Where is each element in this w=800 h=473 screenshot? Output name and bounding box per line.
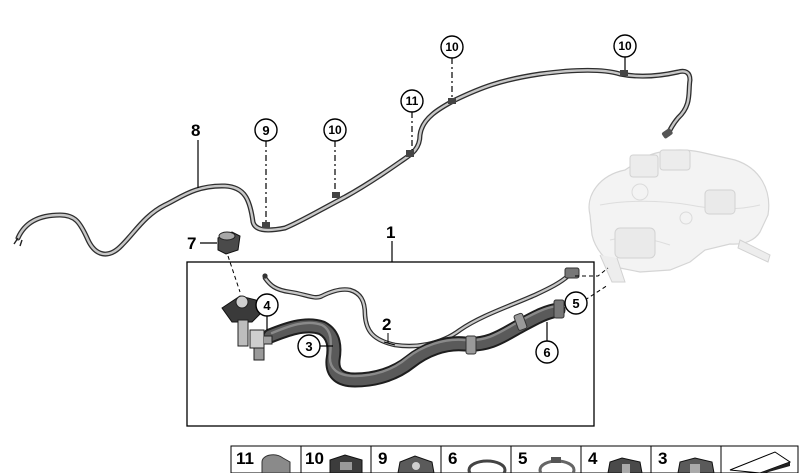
assembly-frame xyxy=(186,261,595,427)
svg-text:6: 6 xyxy=(448,449,457,468)
svg-text:9: 9 xyxy=(262,123,269,138)
callout-7: 7 xyxy=(187,234,196,253)
svg-text:4: 4 xyxy=(263,298,271,313)
svg-text:10: 10 xyxy=(618,39,632,53)
legend-item-5: 5 xyxy=(518,449,576,473)
legend-item-10: 10 xyxy=(305,449,363,473)
callout-circle-9: 9 xyxy=(254,118,278,142)
bracket-valve-assembly xyxy=(221,295,273,361)
callout-2: 2 xyxy=(382,315,391,334)
callout-circle-10-right: 10 xyxy=(613,34,637,58)
legend-item-3: 3 xyxy=(658,449,715,473)
svg-text:4: 4 xyxy=(588,449,598,468)
callout-circle-3: 3 xyxy=(297,334,321,358)
callout-circle-5: 5 xyxy=(564,291,588,315)
callout-circle-10-left: 10 xyxy=(323,118,347,142)
callout-circle-10-middle: 10 xyxy=(440,35,464,59)
fuel-hose-thick xyxy=(262,299,566,388)
fuel-tank-illustration xyxy=(588,149,771,283)
callout-1: 1 xyxy=(386,223,395,242)
svg-text:9: 9 xyxy=(378,449,387,468)
parts-legend: 11 10 9 6 5 4 xyxy=(230,445,799,473)
svg-text:11: 11 xyxy=(236,449,254,468)
legend-item-6: 6 xyxy=(448,449,507,473)
callout-circle-11: 11 xyxy=(400,89,424,113)
legend-item-9: 9 xyxy=(378,449,435,473)
svg-text:5: 5 xyxy=(518,449,527,468)
callout-8: 8 xyxy=(191,121,200,140)
svg-text:6: 6 xyxy=(543,345,550,360)
fuel-pipe-long xyxy=(13,67,693,257)
legend-item-11: 11 xyxy=(236,449,291,473)
svg-text:11: 11 xyxy=(406,94,419,108)
svg-text:3: 3 xyxy=(305,339,312,354)
svg-text:3: 3 xyxy=(658,449,667,468)
fuel-valve-part-7 xyxy=(200,231,241,293)
svg-text:5: 5 xyxy=(572,296,579,311)
legend-scale-icon xyxy=(729,451,792,473)
svg-text:10: 10 xyxy=(305,449,324,468)
callout-circle-6: 6 xyxy=(535,340,559,364)
svg-text:10: 10 xyxy=(328,123,342,137)
callout-circle-4: 4 xyxy=(255,293,279,317)
legend-item-4: 4 xyxy=(588,449,643,473)
svg-text:10: 10 xyxy=(445,40,459,54)
